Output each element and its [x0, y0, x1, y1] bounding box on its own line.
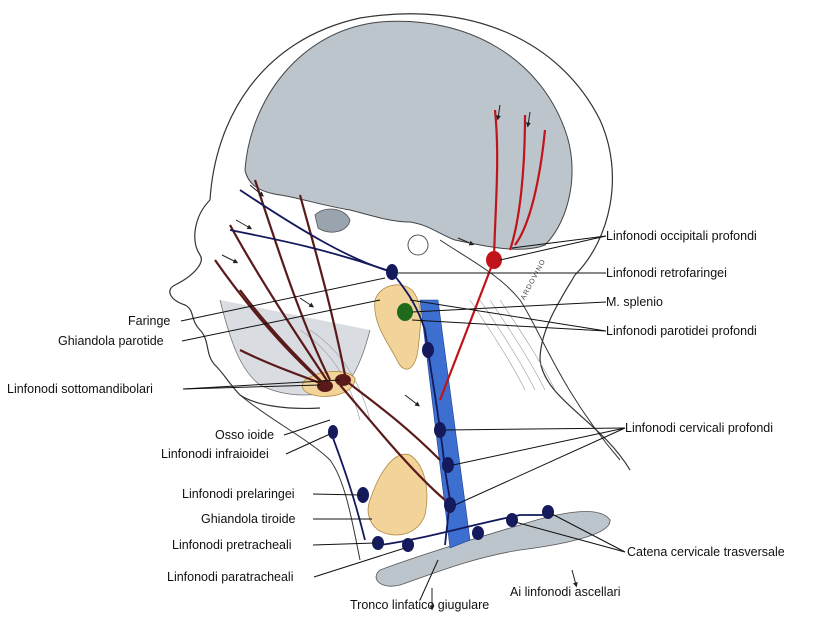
- label-ghiandola-parotide: Ghiandola parotide: [58, 334, 164, 348]
- label-faringe: Faringe: [128, 314, 171, 328]
- parotid-gland-shape: [374, 284, 422, 370]
- label-linfonodi-parotidei-profondi: Linfonodi parotidei profondi: [606, 324, 757, 338]
- occipital-vessels-red: [438, 109, 547, 401]
- label-linfonodi-retrofaringei: Linfonodi retrofaringei: [606, 266, 727, 280]
- label-ghiandola-tiroide: Ghiandola tiroide: [201, 512, 296, 526]
- parotid-deep-node: [397, 303, 413, 321]
- skull-cranium: [244, 20, 573, 250]
- orbit: [314, 208, 351, 233]
- label-osso-ioide: Osso ioide: [215, 428, 275, 442]
- label-m-splenio: M. splenio: [606, 295, 663, 309]
- face-profile: [169, 199, 321, 409]
- ear-canal: [407, 234, 429, 256]
- label-linfonodi-prelaringei: Linfonodi prelaringei: [182, 487, 295, 501]
- head-outline: [209, 13, 631, 471]
- label-tronco-linfatico-giugulare: Tronco linfatico giugulare: [350, 598, 490, 612]
- neck-front: [239, 394, 361, 561]
- submandibular-node-2: [335, 374, 351, 386]
- jugular-vein: [419, 299, 471, 549]
- label-linfonodi-occipitali-profondi: Linfonodi occipitali profondi: [606, 229, 757, 243]
- lymph-vessels-dark: [214, 179, 446, 501]
- neck-muscle-striations: [299, 299, 556, 421]
- label-linfonodi-paratracheali: Linfonodi paratracheali: [167, 570, 294, 584]
- label-ai-linfonodi-ascellari: Ai linfonodi ascellari: [510, 585, 621, 599]
- neck-back: [439, 239, 621, 461]
- submandibular-node-1: [317, 380, 333, 392]
- label-linfonodi-sottomandibolari: Linfonodi sottomandibolari: [7, 382, 153, 396]
- label-linfonodi-infraioidei: Linfonodi infraioidei: [161, 447, 269, 461]
- lymph-nodes: [328, 264, 554, 552]
- label-catena-cervicale-trasversale: Catena cervicale trasversale: [627, 545, 785, 559]
- label-linfonodi-cervicali-profondi: Linfonodi cervicali profondi: [625, 421, 774, 435]
- occipital-node: [486, 251, 502, 269]
- leader-lines: [180, 235, 626, 601]
- flow-arrows: [221, 104, 578, 611]
- label-linfonodi-pretracheali: Linfonodi pretracheali: [172, 538, 292, 552]
- thyroid-gland-shape: [367, 453, 428, 536]
